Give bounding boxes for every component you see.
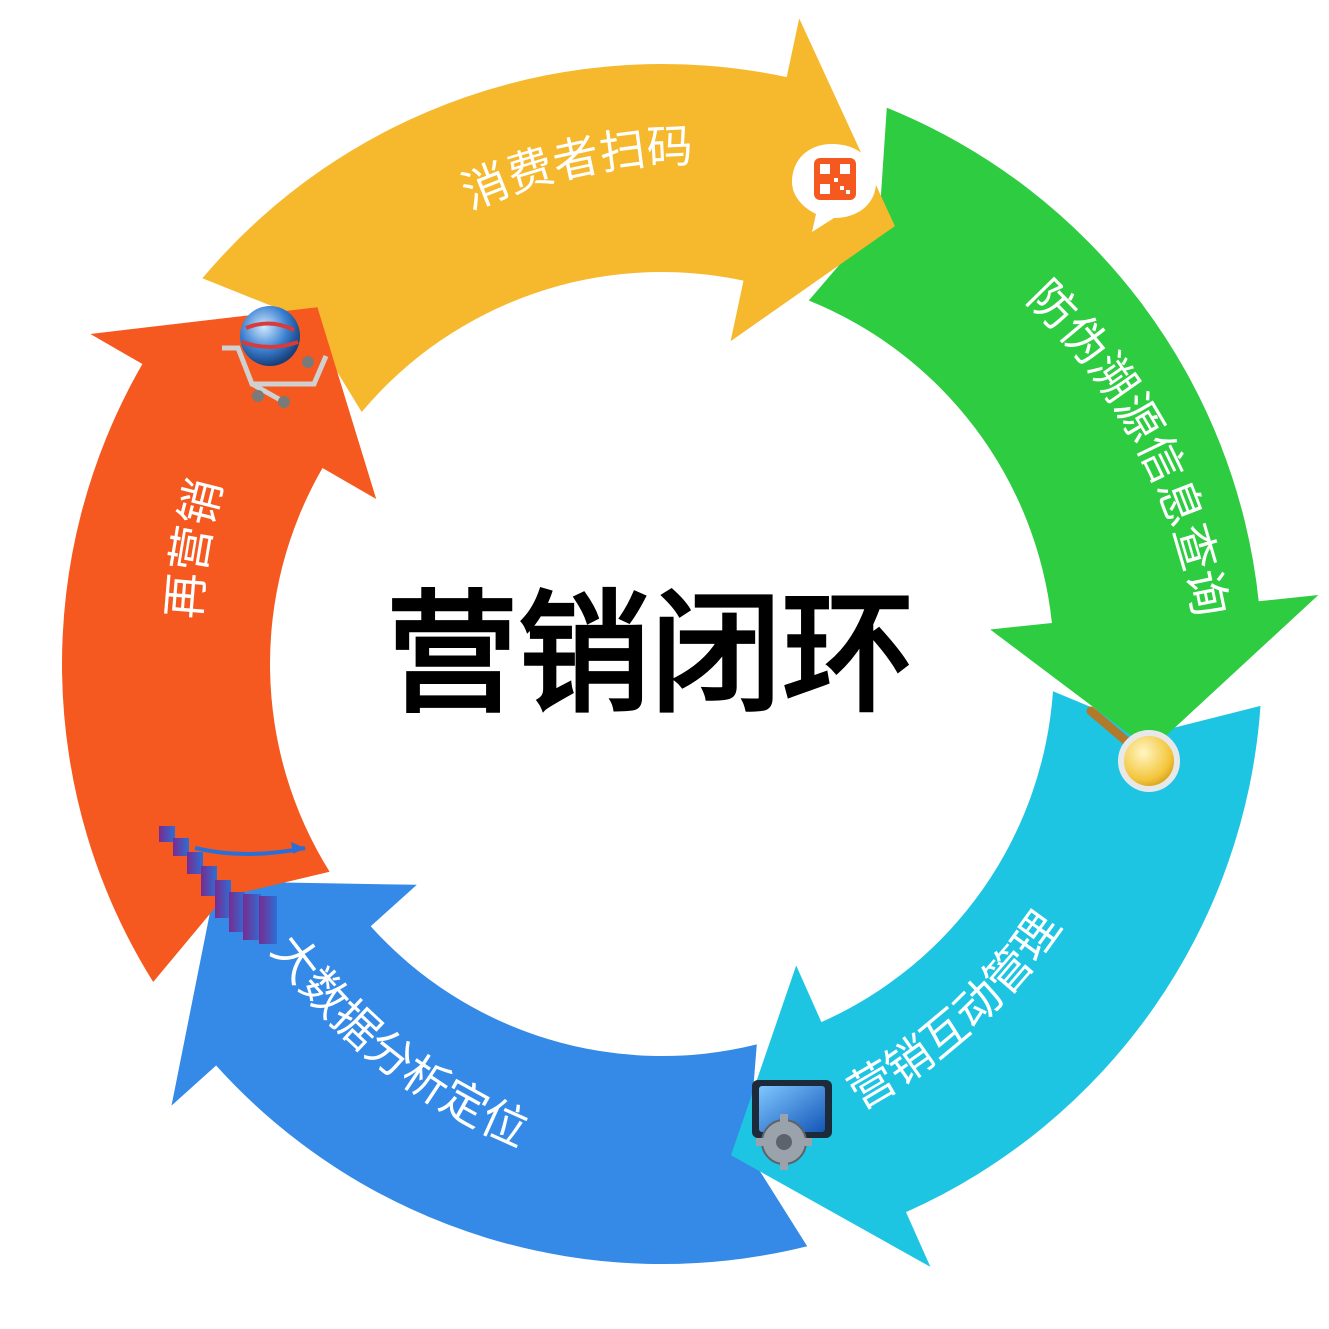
arrow-segments — [62, 18, 1319, 1267]
arrow-segment-interaction — [808, 107, 1319, 751]
diagram-title: 营销闭环 — [386, 578, 914, 732]
arrow-segment-big-data — [731, 691, 1261, 1267]
arrow-segment-remarketing — [171, 881, 808, 1265]
qr-code-chat-icon — [792, 144, 876, 232]
bar-growth-chart-icon — [159, 826, 306, 944]
magnifier-icon — [1086, 706, 1180, 792]
arrow-segment-scan — [62, 307, 377, 982]
globe-cart-icon — [222, 306, 329, 408]
arrow-segment-traceability — [202, 18, 895, 413]
monitor-gear-icon — [752, 1080, 832, 1170]
